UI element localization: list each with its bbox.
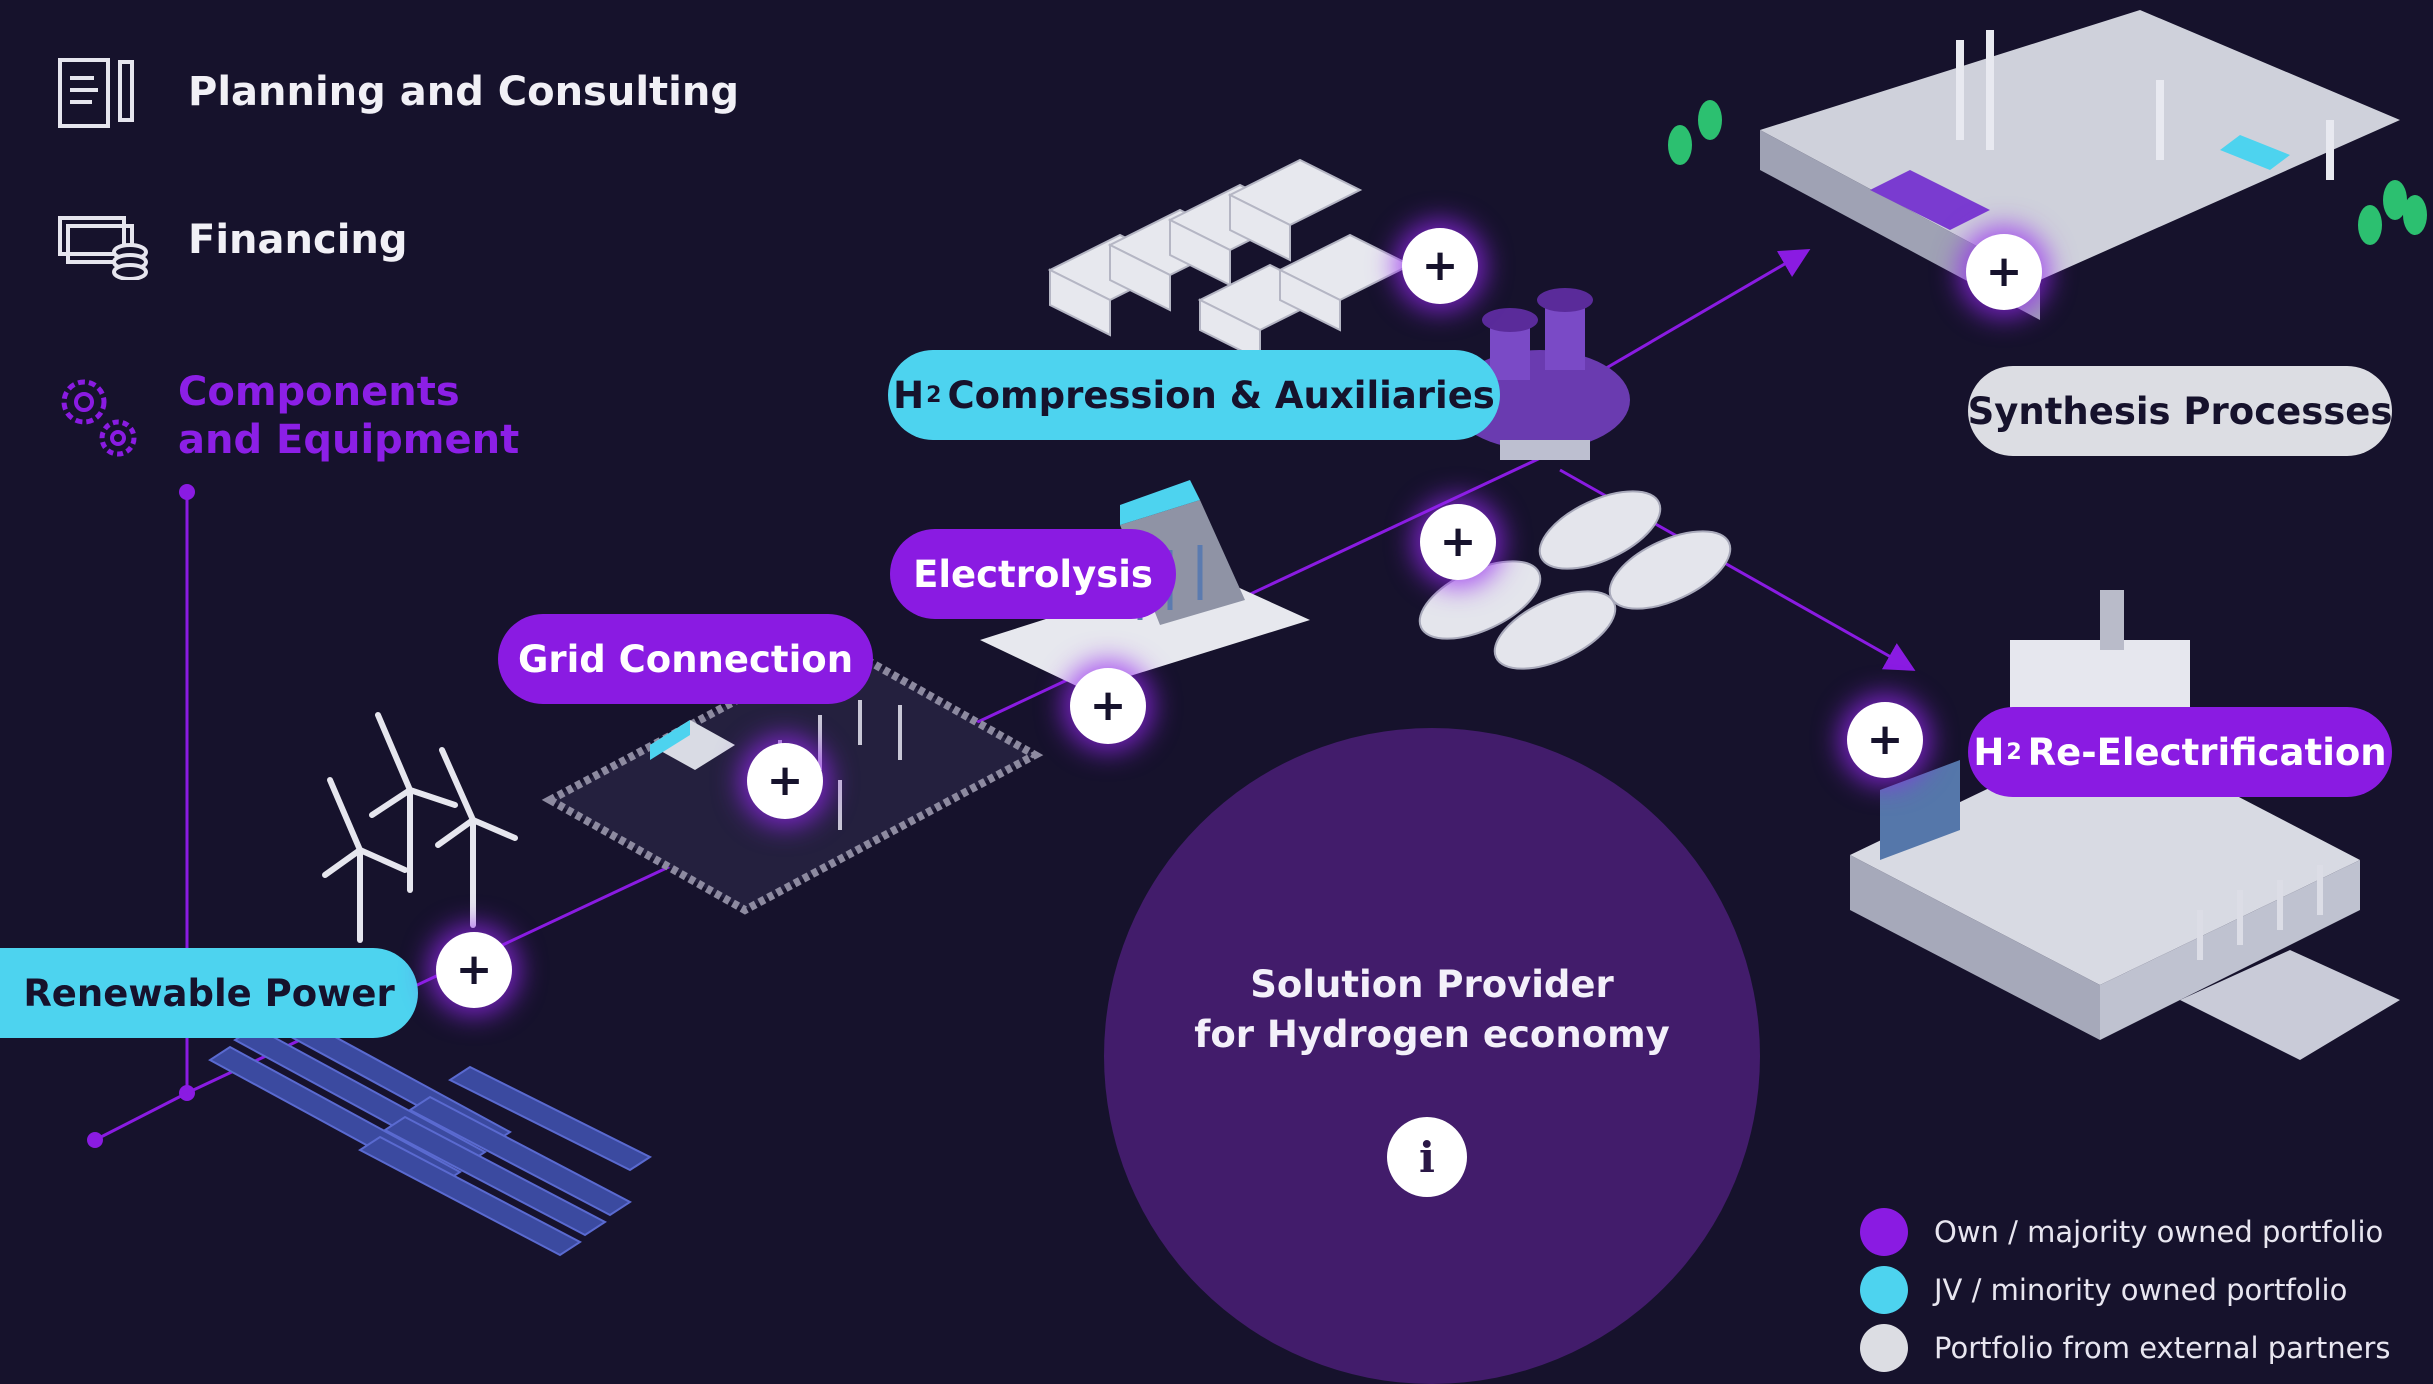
solution-provider-circle <box>1104 728 1760 1384</box>
solution-provider-text: Solution Provider for Hydrogen economy <box>1104 960 1760 1060</box>
h2-compression-label: Compression & Auxiliaries <box>947 373 1495 417</box>
storage-plus-button[interactable]: + <box>1420 504 1496 580</box>
menu-planning-label: Planning and Consulting <box>188 69 739 115</box>
compression-containers <box>1047 158 1413 362</box>
synthesis-plant <box>1668 10 2427 320</box>
menu-planning[interactable]: Planning and Consulting <box>58 52 739 132</box>
menu-components-label-line1: Components <box>178 369 460 415</box>
renewable-power-plus-button[interactable]: + <box>436 932 512 1008</box>
legend-item: Portfolio from external partners <box>1860 1324 2391 1372</box>
gears-icon <box>61 379 137 457</box>
legend-item: JV / minority owned portfolio <box>1860 1266 2347 1314</box>
solution-provider-line2: for Hydrogen economy <box>1194 1013 1670 1056</box>
h2-reelec-sub: 2 <box>2006 739 2022 765</box>
grid-connection-pill[interactable]: Grid Connection <box>498 614 873 704</box>
menu-financing[interactable]: Financing <box>58 200 408 280</box>
legend-dot-own <box>1860 1208 1908 1256</box>
legend-label-external: Portfolio from external partners <box>1934 1331 2391 1365</box>
info-button[interactable]: i <box>1387 1117 1467 1197</box>
legend-dot-jv <box>1860 1266 1908 1314</box>
menu-financing-label: Financing <box>188 217 408 263</box>
synthesis-processes-pill[interactable]: Synthesis Processes <box>1968 366 2392 456</box>
legend-label-jv: JV / minority owned portfolio <box>1934 1273 2348 1307</box>
grid-connection-plus-button[interactable]: + <box>747 743 823 819</box>
storage-tanks <box>1418 490 1732 670</box>
legend-dot-external <box>1860 1324 1908 1372</box>
components-connector <box>87 484 195 1148</box>
solar-field <box>208 1005 653 1257</box>
electrolysis-pill[interactable]: Electrolysis <box>890 529 1176 619</box>
solution-provider-line1: Solution Provider <box>1250 963 1614 1006</box>
h2-compression-sub: 2 <box>926 382 942 408</box>
h2-reelec-prefix: H <box>1973 730 2005 774</box>
menu-components[interactable]: Components and Equipment <box>52 368 519 464</box>
h2-compression-prefix: H <box>893 373 925 417</box>
synthesis-plus-button[interactable]: + <box>1966 234 2042 310</box>
cash-coins-icon <box>58 216 148 280</box>
renewable-power-pill[interactable]: Renewable Power <box>0 948 418 1038</box>
document-pencil-icon <box>58 58 134 128</box>
compression-plus-button[interactable]: + <box>1402 228 1478 304</box>
re-electrification-plus-button[interactable]: + <box>1847 702 1923 778</box>
h2-reelec-label: Re-Electrification <box>2027 730 2387 774</box>
legend-item: Own / majority owned portfolio <box>1860 1208 2383 1256</box>
electrolysis-plus-button[interactable]: + <box>1070 668 1146 744</box>
menu-components-label-line2: and Equipment <box>178 417 520 463</box>
legend-label-own: Own / majority owned portfolio <box>1934 1215 2384 1249</box>
power-plant <box>1850 590 2400 1060</box>
wind-turbines <box>322 712 518 943</box>
